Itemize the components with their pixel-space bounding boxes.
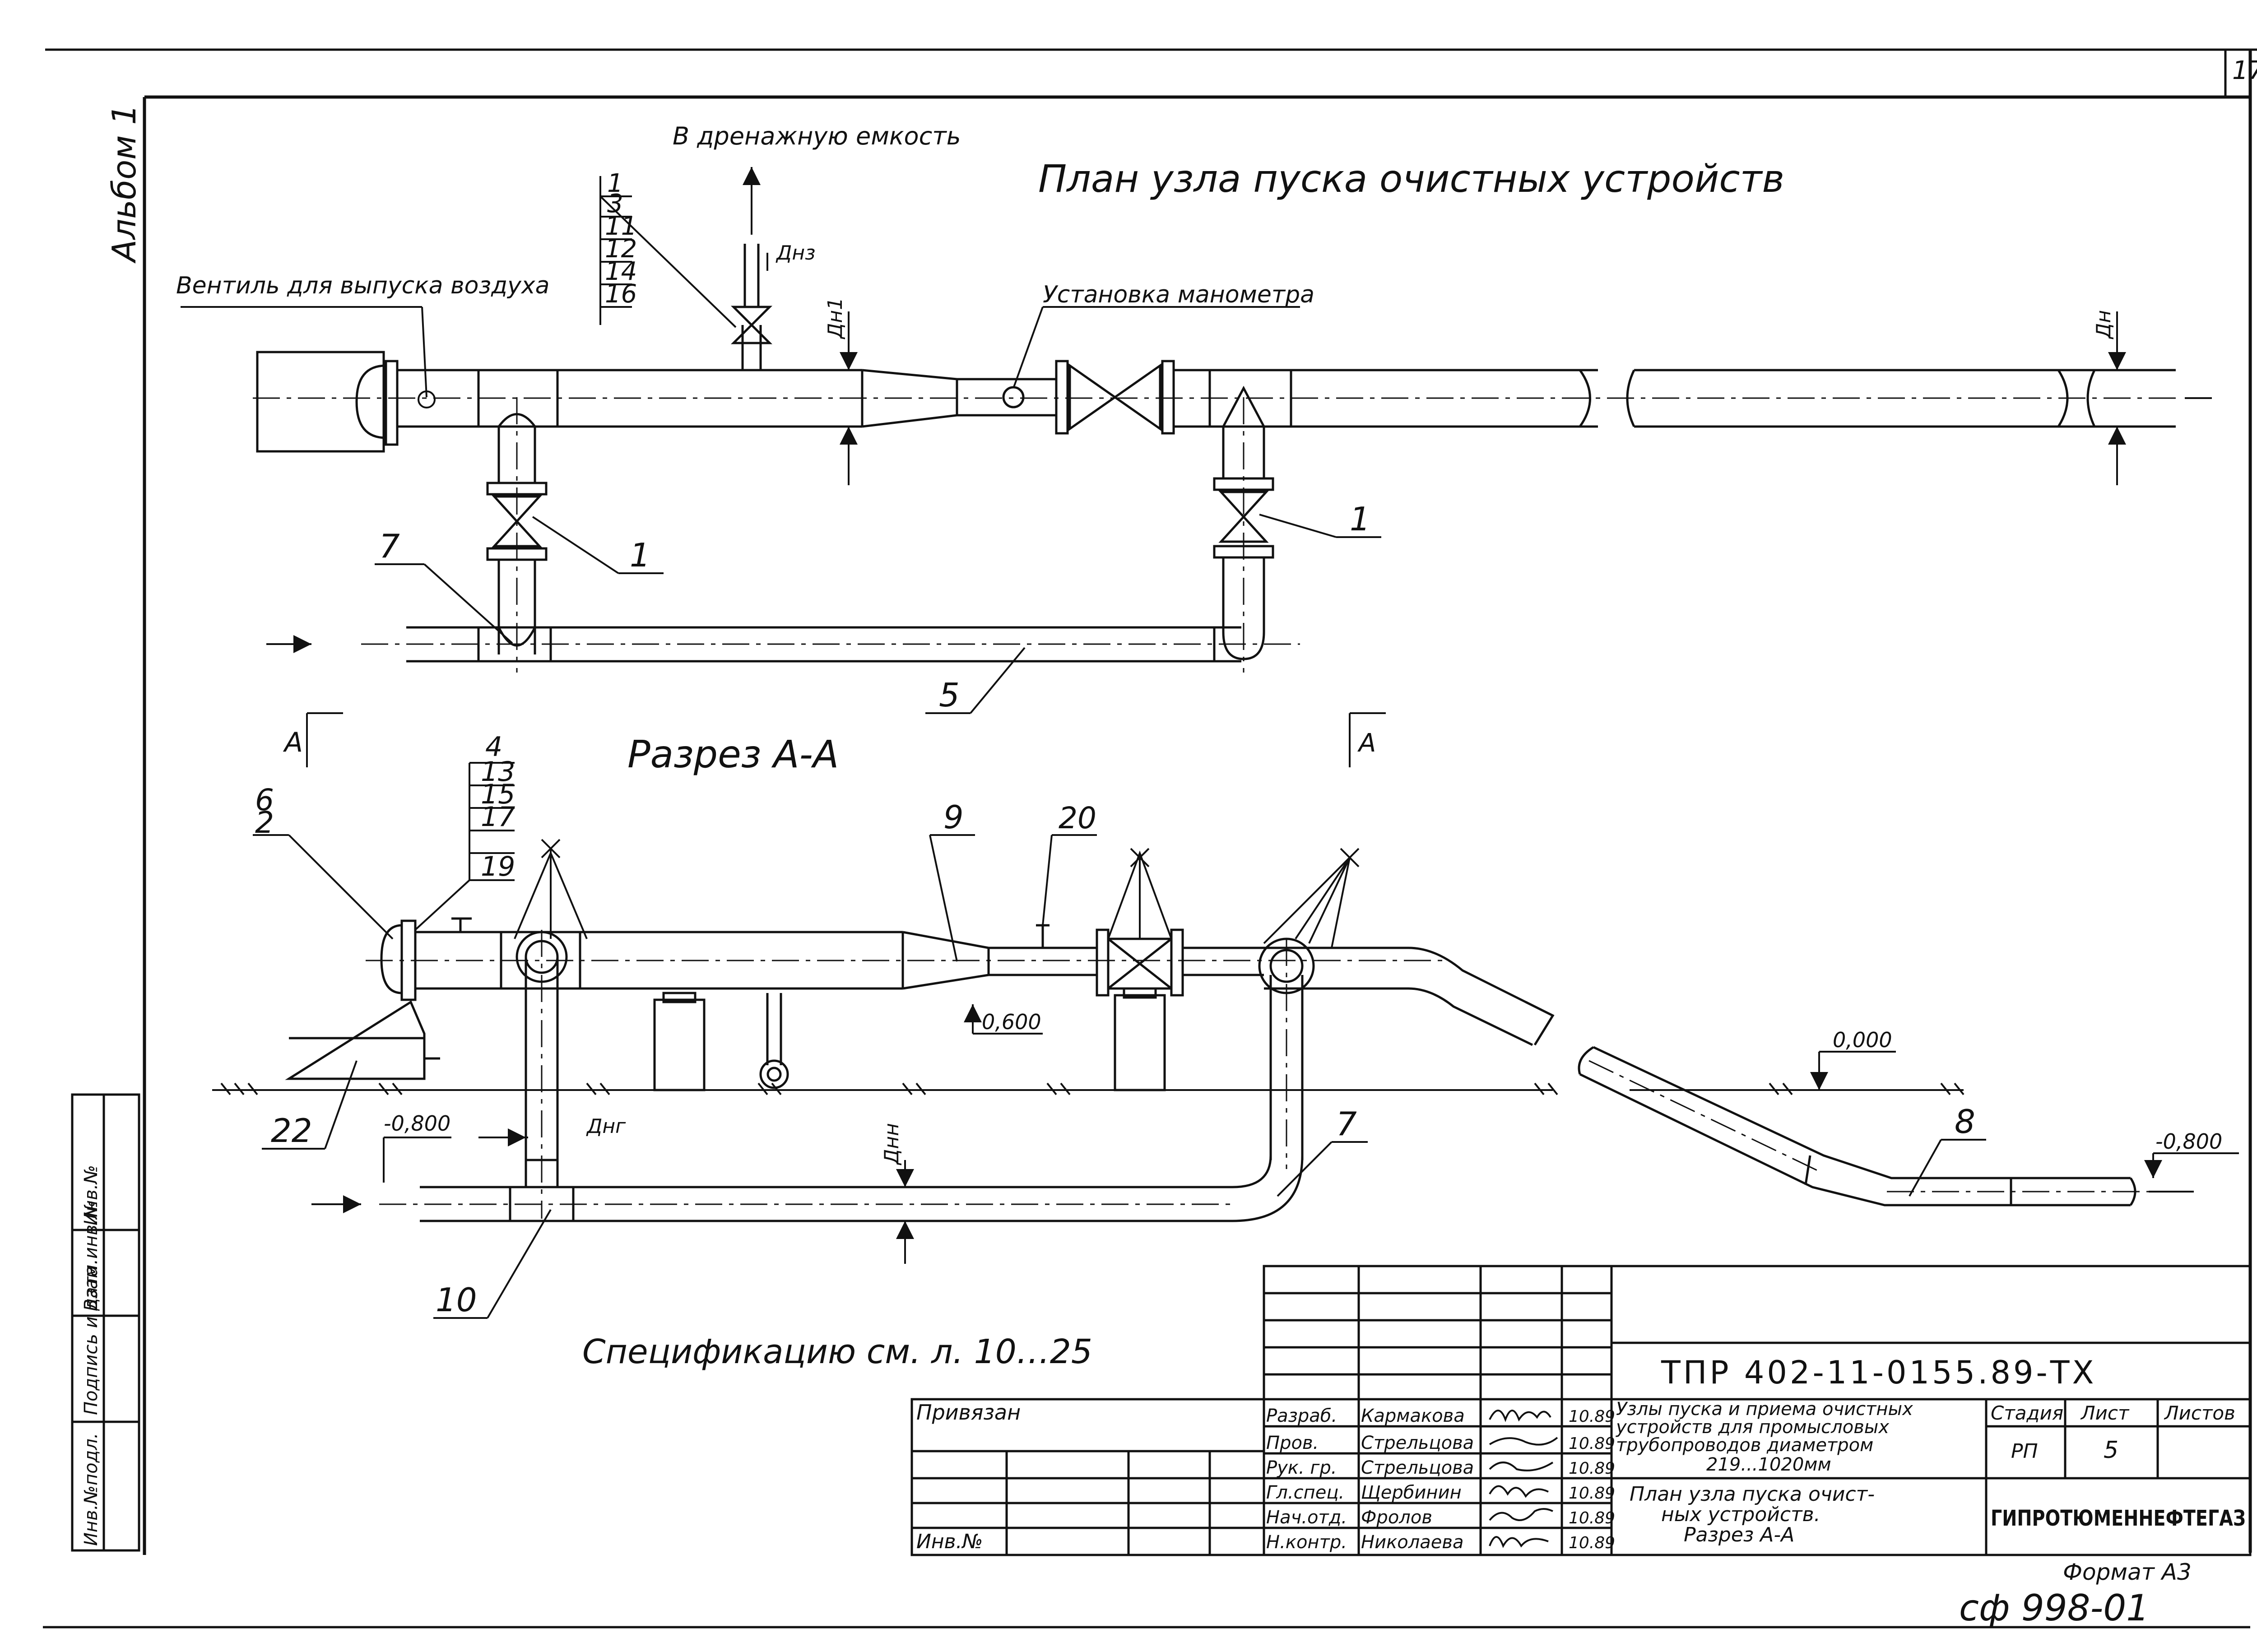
section-mark-9: 9 xyxy=(943,799,964,836)
plan-leaders xyxy=(181,176,1381,714)
corner-sheet-number: 17 xyxy=(2232,56,2257,85)
plan-leader-3: 3 xyxy=(607,189,623,218)
role-razrab: Разраб. xyxy=(1266,1406,1337,1426)
name-ruk-gr: Стрельцова xyxy=(1361,1457,1474,1478)
date-nach-otd: 10.89 xyxy=(1569,1509,1615,1527)
plan-leader-12: 12 xyxy=(605,234,637,264)
cut-mark-right: А xyxy=(1357,729,1376,758)
date-gl-spec: 10.89 xyxy=(1569,1484,1615,1503)
elevation-0600: 0,600 xyxy=(982,1010,1041,1034)
section-mark-6: 6 xyxy=(255,783,274,817)
date-razrab: 10.89 xyxy=(1569,1407,1615,1426)
section-view xyxy=(285,917,2136,1222)
signatures xyxy=(1489,1410,1558,1548)
section-stack-4: 4 xyxy=(485,731,502,763)
side-strip-inv: Инв.№ xyxy=(81,1165,102,1225)
date-n-kontr: 10.89 xyxy=(1569,1534,1615,1552)
date-ruk-gr: 10.89 xyxy=(1569,1459,1615,1478)
drawing-title-line-1: План узла пуска очист- xyxy=(1630,1483,1875,1506)
plan-mark-5: 5 xyxy=(939,676,960,714)
name-prov: Стрельцова xyxy=(1361,1433,1474,1453)
section-mark-7: 7 xyxy=(1336,1105,1357,1143)
drain-label: В дренажную емкость xyxy=(673,122,961,150)
plan-arrows xyxy=(266,167,2212,653)
side-strip-inv-podl: Инв.№подл. xyxy=(81,1433,102,1546)
role-prov: Пров. xyxy=(1266,1433,1319,1453)
plan-mark-1-right: 1 xyxy=(1350,500,1370,538)
stage-header: Стадия xyxy=(1991,1402,2063,1424)
section-mark-8: 8 xyxy=(1955,1103,1975,1141)
plan-leader-11: 11 xyxy=(605,212,637,241)
description-line-4: 219...1020мм xyxy=(1706,1454,1831,1475)
name-n-kontr: Николаева xyxy=(1361,1532,1463,1553)
section-mark-22: 22 xyxy=(271,1112,312,1150)
plan-title: План узла пуска очистных устройств xyxy=(1038,157,1784,201)
dim-dnz: Днз xyxy=(776,241,816,265)
elevation-minus-0800-right: -0,800 xyxy=(2155,1129,2222,1154)
role-n-kontr: Н.контр. xyxy=(1266,1532,1347,1553)
description-line-3: трубопроводов диаметром xyxy=(1616,1435,1873,1456)
elevation-0000: 0,000 xyxy=(1833,1028,1892,1052)
dim-dng: Днг xyxy=(586,1115,626,1138)
plan-centerlines xyxy=(253,397,2176,673)
plan-leader-14: 14 xyxy=(605,257,637,286)
document-code: ТПР 402-11-0155.89-ТХ xyxy=(1661,1354,2097,1391)
format-label: Формат А3 xyxy=(2063,1559,2192,1585)
inv-no-label: Инв.№ xyxy=(916,1530,983,1553)
elevation-minus-0800-left: -0,800 xyxy=(384,1111,450,1136)
section-centerlines xyxy=(366,930,2167,1219)
section-title: Разрез А-А xyxy=(627,732,839,776)
dim-dn1: Дн1 xyxy=(824,297,847,339)
section-leaders xyxy=(253,762,1986,1319)
sheet-header: Лист xyxy=(2080,1402,2130,1424)
specification-note: Спецификацию см. л. 10…25 xyxy=(582,1332,1092,1371)
description-line-1: Узлы пуска и приема очистных xyxy=(1616,1399,1913,1420)
sheets-header: Листов xyxy=(2164,1402,2235,1424)
role-nach-otd: Нач.отд. xyxy=(1266,1507,1347,1528)
album-label: Альбом 1 xyxy=(105,104,143,264)
title-block-grid xyxy=(910,1265,2252,1556)
role-ruk-gr: Рук. гр. xyxy=(1266,1457,1337,1478)
section-mark-10: 10 xyxy=(436,1281,477,1319)
date-prov: 10.89 xyxy=(1569,1434,1615,1453)
sheet-value: 5 xyxy=(2104,1437,2118,1464)
organization: ГИПРОТЮМЕННЕФТЕГАЗ xyxy=(1991,1506,2246,1531)
section-annotations xyxy=(306,712,2239,1264)
plan-mark-1-left: 1 xyxy=(630,536,650,574)
ground-line xyxy=(212,1082,1964,1095)
gauge-label: Установка манометра xyxy=(1043,281,1314,308)
drawing-title-line-2: ных устройств. xyxy=(1661,1503,1820,1526)
section-stack-19: 19 xyxy=(481,851,515,882)
cut-mark-left: А xyxy=(283,727,303,758)
name-razrab: Кармакова xyxy=(1361,1406,1465,1426)
side-strip-signature-date: Подпись и дата xyxy=(81,1266,102,1415)
plan-leader-16: 16 xyxy=(605,279,637,309)
section-mark-2: 2 xyxy=(255,805,274,840)
plan-leader-1: 1 xyxy=(607,169,623,198)
role-gl-spec: Гл.спец. xyxy=(1266,1482,1344,1503)
air-vent-label-line: Вентиль для выпуска воздуха xyxy=(176,272,550,299)
dim-dnn: Днн xyxy=(880,1123,903,1165)
name-gl-spec: Щербинин xyxy=(1361,1482,1462,1503)
archive-number: сф 998-01 xyxy=(1959,1587,2149,1629)
side-strip xyxy=(71,1093,140,1552)
stage-value: РП xyxy=(2011,1440,2038,1463)
plan-leader-stack xyxy=(600,195,632,308)
privyazan-label: Привязан xyxy=(916,1400,1021,1425)
section-stack-15: 15 xyxy=(481,779,515,810)
side-strip-replace-inv: Взам.инв.№ xyxy=(81,1200,102,1311)
valve-operators xyxy=(514,839,1360,948)
section-stack-17: 17 xyxy=(481,801,515,833)
drawing-title-line-3: Разрез А-А xyxy=(1684,1523,1794,1546)
section-mark-20: 20 xyxy=(1059,801,1096,835)
plan-mark-7: 7 xyxy=(379,527,400,565)
description-line-2: устройств для промысловых xyxy=(1616,1417,1889,1438)
dim-dn: Дн xyxy=(2092,310,2115,339)
section-stack-13: 13 xyxy=(481,756,515,788)
name-nach-otd: Фролов xyxy=(1361,1507,1432,1528)
